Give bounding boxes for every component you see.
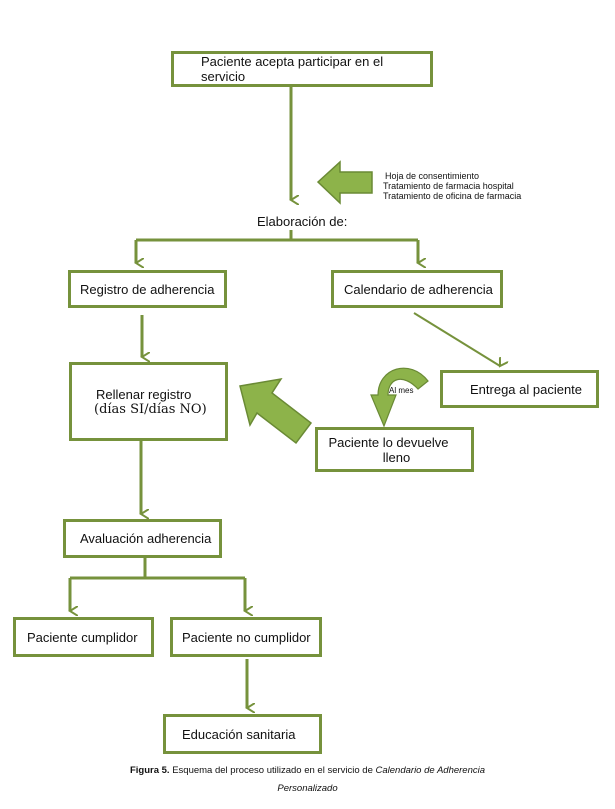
inputs-list: Hoja de consentimiento Tratamiento de fa…: [383, 171, 521, 201]
input-block-arrow-icon: [316, 160, 373, 205]
node-no-cumplidor-label: Paciente no cumplidor: [182, 629, 311, 645]
node-rellenar-label-1: Rellenar registro: [96, 386, 192, 402]
arrow-calendario-to-entrega: [413, 312, 500, 366]
node-cumplidor-label: Paciente cumplidor: [27, 629, 138, 645]
node-devuelve-label-1: Paciente lo devuelve: [328, 434, 449, 450]
node-start-label: Paciente acepta participar en el servici…: [201, 54, 384, 84]
input-item: Tratamiento de farmacia hospital: [383, 181, 514, 191]
figure-caption: Figura 5. Esquema del proceso utilizado …: [0, 765, 615, 776]
node-registro-label: Registro de adherencia: [80, 281, 215, 297]
node-devuelve: Paciente lo devuelve lleno: [315, 427, 474, 472]
node-entrega: Entrega al paciente: [440, 370, 599, 408]
node-rellenar-label-2: (días SI/días NO): [94, 401, 207, 417]
node-evaluacion-label: Avaluación adherencia: [80, 531, 212, 546]
node-calendario-label: Calendario de adherencia: [344, 281, 493, 297]
node-evaluacion: Avaluación adherencia: [63, 519, 222, 558]
node-registro: Registro de adherencia: [68, 270, 227, 308]
node-no-cumplidor: Paciente no cumplidor: [170, 617, 322, 657]
node-entrega-label: Entrega al paciente: [470, 381, 583, 397]
node-start: Paciente acepta participar en el servici…: [171, 51, 433, 87]
input-item: Tratamiento de oficina de farmacia: [383, 191, 522, 201]
node-rellenar: Rellenar registro (días SI/días NO): [69, 362, 228, 441]
caption-label: Figura 5.: [129, 765, 170, 776]
caption-italic-2: Personalizado: [277, 783, 338, 794]
figure-caption-line-2: Personalizado: [0, 783, 615, 794]
caption-italic-1: Calendario de Adherencia: [375, 765, 486, 776]
node-calendario: Calendario de adherencia: [331, 270, 503, 308]
return-block-arrow-icon: [239, 377, 313, 445]
node-elaboracion-label: Elaboración de:: [257, 214, 348, 229]
node-educacion-label: Educación sanitaria: [182, 726, 296, 742]
node-cumplidor: Paciente cumplidor: [13, 617, 154, 657]
node-educacion: Educación sanitaria: [163, 714, 322, 754]
input-item: Hoja de consentimiento: [385, 171, 480, 181]
caption-text: Esquema del proceso utilizado en el serv…: [169, 765, 376, 776]
curve-label: Al mes: [389, 386, 414, 395]
node-devuelve-label-2: lleno: [382, 449, 411, 465]
curved-arrow-icon: [370, 367, 429, 428]
